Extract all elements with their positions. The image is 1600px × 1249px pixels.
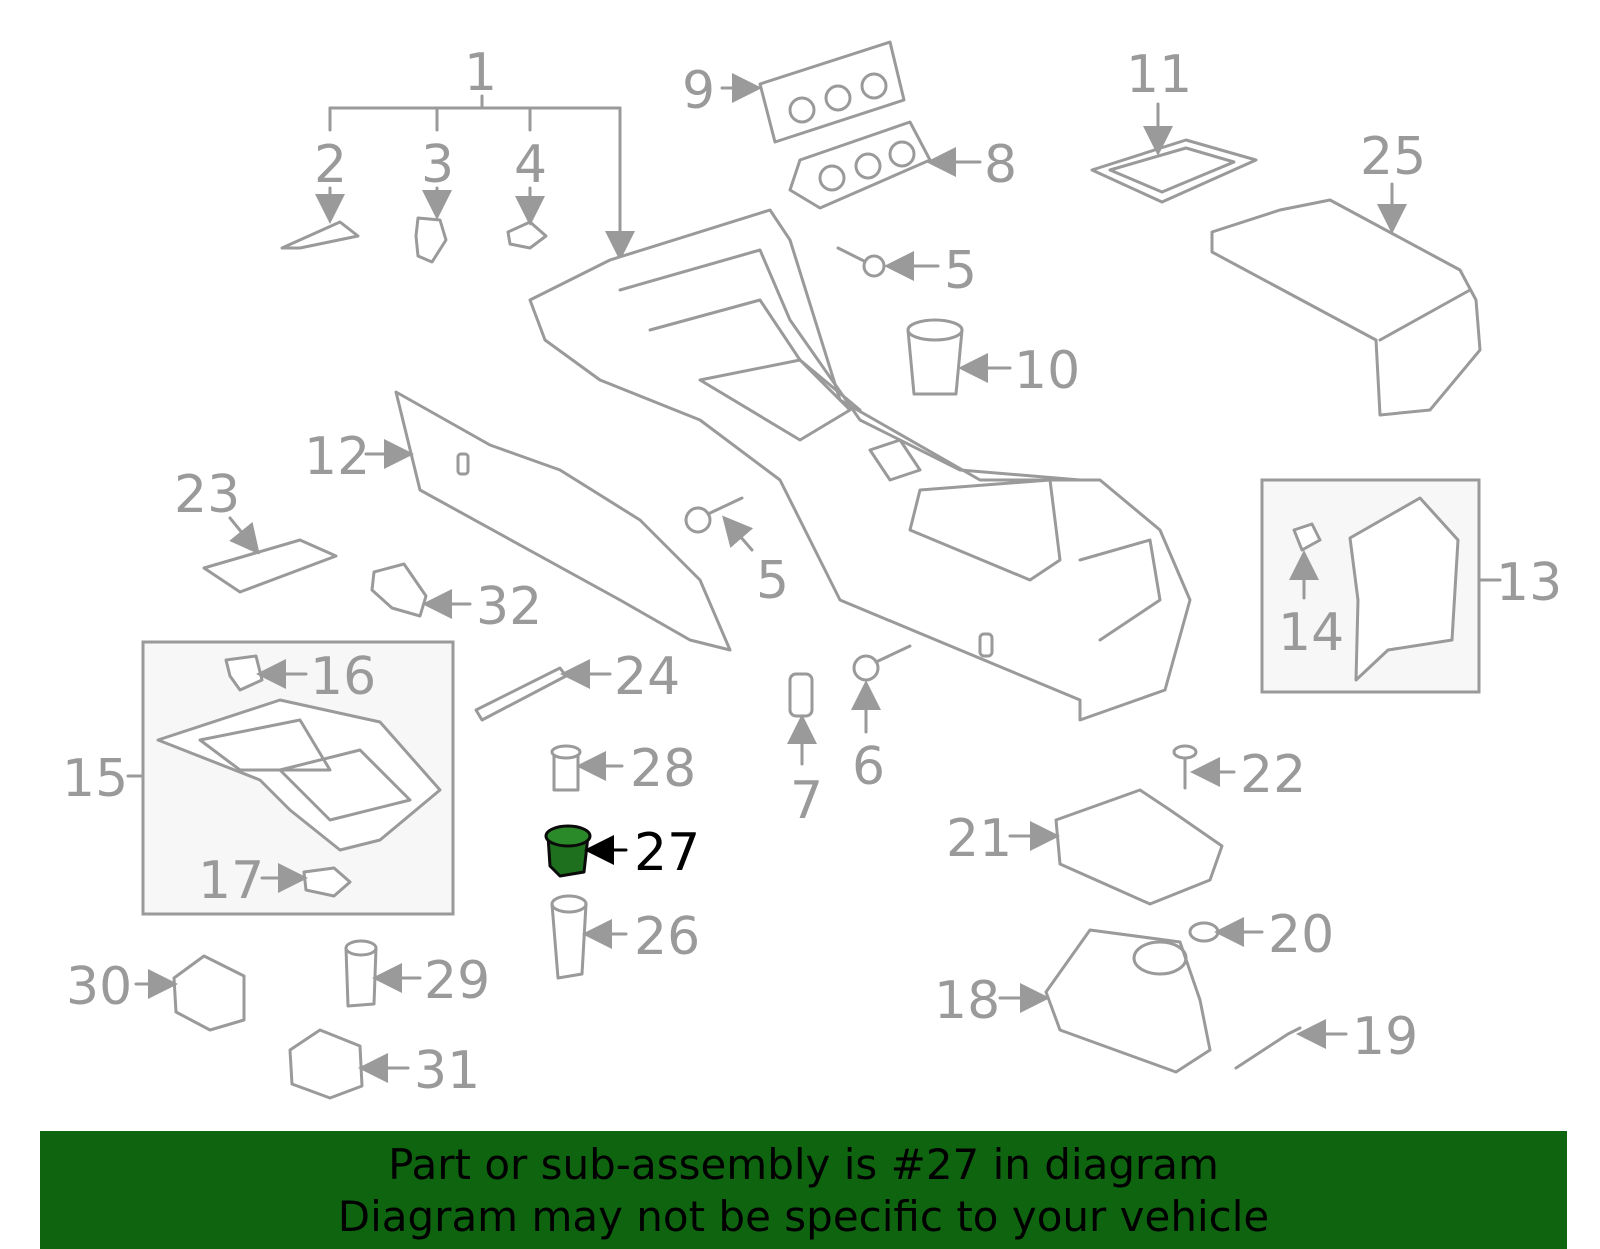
part-20-nut: [1188, 921, 1220, 943]
callout-4: 4: [514, 135, 547, 195]
part-5-screw-lower: [684, 496, 744, 534]
part-11-mat: [1090, 138, 1258, 204]
callout-8: 8: [984, 135, 1017, 195]
part-8-switch-module: [788, 120, 932, 210]
notice-banner: Part or sub-assembly is #27 in diagram D…: [40, 1131, 1567, 1249]
callout-12: 12: [304, 427, 370, 487]
callout-17: 17: [198, 851, 264, 911]
banner-line-disclaimer: Diagram may not be specific to your vehi…: [337, 1192, 1270, 1241]
callout-9: 9: [682, 61, 715, 121]
banner-line-part-number: Part or sub-assembly is #27 in diagram: [388, 1140, 1219, 1189]
callout-20: 20: [1268, 905, 1334, 965]
part-6-screw: [852, 644, 912, 682]
part-3: [414, 216, 448, 264]
part-27-highlighted: [544, 824, 592, 878]
center-console-body: [528, 208, 1192, 722]
part-9-control-panel: [758, 40, 906, 144]
callout-15: 15: [62, 749, 128, 809]
leader-lines: [126, 73, 1502, 1083]
part-26: [550, 894, 588, 980]
callout-6: 6: [852, 737, 885, 797]
callout-28: 28: [630, 739, 696, 799]
part-7: [788, 672, 814, 718]
part-28: [550, 744, 582, 792]
callout-7: 7: [790, 771, 823, 831]
part-29: [344, 939, 378, 1008]
callout-13: 13: [1496, 553, 1562, 613]
part-4: [506, 220, 548, 250]
callout-29: 29: [424, 951, 490, 1011]
callout-25: 25: [1360, 127, 1426, 187]
callout-19: 19: [1352, 1007, 1418, 1067]
part-31-switch: [288, 1028, 364, 1100]
part-2: [280, 220, 360, 250]
part-10-cup-holder: [906, 318, 964, 396]
part-14: [1292, 522, 1322, 552]
callout-labels: 1 2 3 4 9 8 5 10 11 25 12 23 32 5 6 7 24…: [62, 43, 1562, 1101]
callout-16: 16: [310, 647, 376, 707]
part-30-switch: [172, 954, 246, 1032]
callout-11: 11: [1126, 45, 1192, 105]
side-panel-12: [394, 390, 732, 652]
callout-5-lower: 5: [756, 551, 789, 611]
callout-5-upper: 5: [944, 241, 977, 301]
callout-24: 24: [614, 647, 680, 707]
part-25-armrest: [1210, 198, 1482, 417]
callout-30: 30: [66, 957, 132, 1017]
callout-2: 2: [314, 135, 347, 195]
part-24: [474, 666, 568, 722]
callout-23: 23: [174, 465, 240, 525]
callout-18: 18: [934, 971, 1000, 1031]
part-18-shifter-housing: [1044, 928, 1212, 1074]
callout-26: 26: [634, 907, 700, 967]
callout-21: 21: [946, 809, 1012, 869]
callout-bracket-1: [328, 94, 635, 261]
part-22-screw: [1172, 744, 1198, 790]
part-21-plate: [1054, 788, 1224, 906]
part-19-connector: [1234, 1026, 1302, 1070]
callout-27: 27: [634, 823, 700, 883]
callout-1: 1: [464, 43, 497, 103]
callout-3: 3: [421, 135, 454, 195]
callout-14: 14: [1278, 603, 1344, 663]
callout-10: 10: [1014, 341, 1080, 401]
part-15-tray: [156, 698, 442, 852]
callout-31: 31: [414, 1041, 480, 1101]
part-5-screw-upper: [836, 246, 886, 278]
callout-32: 32: [476, 577, 542, 637]
part-13-trim: [1348, 496, 1460, 682]
callout-22: 22: [1240, 745, 1306, 805]
part-32-switch: [370, 562, 428, 618]
part-16: [224, 654, 264, 692]
part-23: [202, 538, 338, 594]
